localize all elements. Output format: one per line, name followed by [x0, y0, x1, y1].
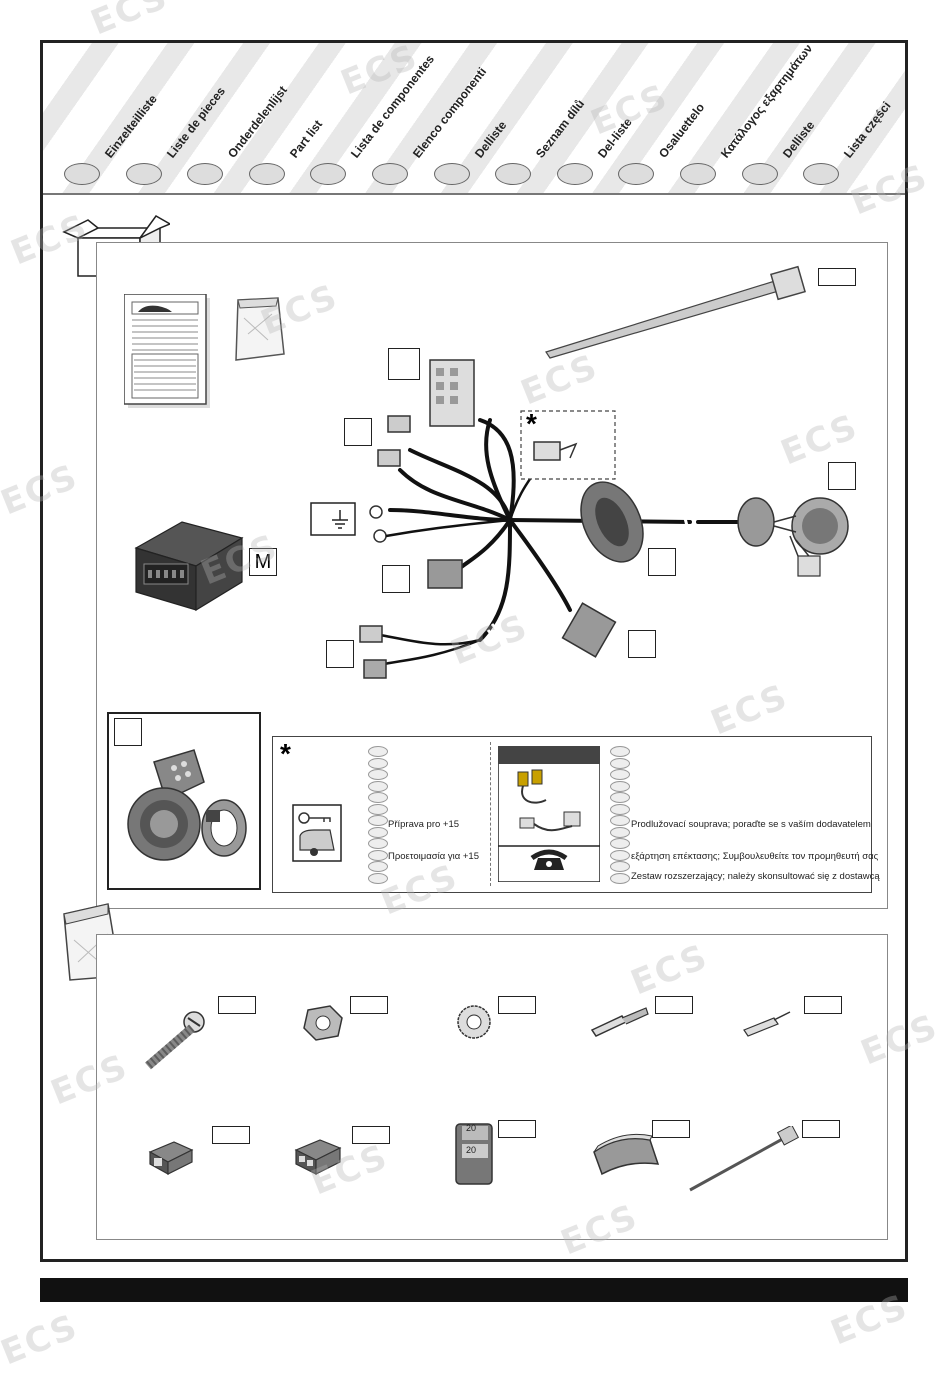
optional-relay-box	[520, 410, 616, 480]
nut-icon	[303, 1005, 343, 1041]
tape-value-bottom: 20	[466, 1145, 477, 1155]
asterisk-mark: *	[526, 408, 537, 439]
note-bullet	[368, 803, 388, 815]
language-checkbox-5[interactable]	[310, 163, 347, 185]
tape-value-top: 20	[466, 1123, 477, 1133]
language-checkbox-10[interactable]	[618, 163, 655, 185]
part-number-square	[648, 548, 676, 576]
note-right-line-3: Zestaw rozszerzający; należy skonsultowa…	[631, 871, 880, 882]
note-bullet	[368, 815, 388, 826]
double-connector-icon	[294, 1139, 342, 1175]
note-asterisk: *	[280, 738, 291, 769]
note-bullet	[368, 838, 388, 849]
part-number-square	[114, 718, 142, 746]
language-checkbox-2[interactable]	[125, 163, 162, 185]
part-number-square	[326, 640, 354, 668]
ground-symbol-icon	[310, 502, 356, 536]
note-bullet	[610, 861, 630, 872]
note-left-line-2: Προετοιμασία για +15	[388, 851, 479, 862]
note-bullet	[368, 757, 388, 769]
adhesive-pad-icon	[593, 1133, 660, 1176]
wiring-harness-diagram	[359, 359, 849, 679]
part-number-box	[212, 1126, 250, 1144]
flat-terminal-icon	[590, 1007, 649, 1037]
part-number-box	[498, 996, 536, 1014]
part-number-box	[498, 1120, 536, 1138]
language-checkbox-12[interactable]	[741, 163, 778, 185]
part-number-square	[382, 565, 410, 593]
note-bullet	[610, 815, 630, 826]
language-checkbox-3[interactable]	[187, 163, 224, 185]
part-number-box	[350, 996, 388, 1014]
module-label: M	[249, 548, 277, 576]
control-module-icon	[134, 521, 244, 612]
note-bullet	[610, 792, 630, 803]
part-number-box	[802, 1120, 840, 1138]
watermark-text: ECS	[85, 0, 174, 44]
note-bullet	[610, 849, 630, 861]
header-divider	[43, 193, 905, 195]
note-bullet	[368, 780, 388, 792]
language-checkbox-9[interactable]	[556, 163, 593, 185]
language-checkbox-7[interactable]	[433, 163, 470, 185]
part-number-square	[344, 418, 372, 446]
note-bullet	[368, 826, 388, 838]
note-bullet	[610, 746, 630, 757]
small-cable-tie-icon	[689, 1126, 800, 1192]
part-number-square	[388, 348, 420, 380]
note-bullet	[610, 826, 630, 838]
note-right-line-2: εξάρτηση επέκτασης; Συμβουλευθείτε τον π…	[631, 851, 879, 862]
footer-bar	[40, 1278, 908, 1302]
washer-icon	[457, 1005, 491, 1039]
part-number-box	[652, 1120, 690, 1138]
note-bullet	[610, 838, 630, 849]
part-number-box	[655, 996, 693, 1014]
note-right-line-1: Prodlužovací souprava; poraďte se s vaší…	[631, 819, 871, 830]
key-caravan-icon	[292, 804, 342, 862]
pin-terminal-icon	[743, 1011, 791, 1037]
note-bullet	[368, 746, 388, 757]
language-checkbox-4[interactable]	[248, 163, 285, 185]
watermark-text: ECS	[0, 1306, 84, 1373]
part-number-box	[218, 996, 256, 1014]
note-divider	[490, 742, 491, 886]
language-checkbox-6[interactable]	[372, 163, 408, 185]
note-bullet	[610, 872, 630, 884]
trailer-socket-icon	[127, 749, 247, 861]
cable-tie-icon	[545, 265, 806, 359]
part-number-box	[352, 1126, 390, 1144]
note-bullet	[368, 872, 388, 884]
part-number-square	[628, 630, 656, 658]
note-bullet	[610, 757, 630, 769]
language-checkbox-11[interactable]	[680, 163, 716, 185]
note-bullet	[610, 769, 630, 780]
language-checkbox-1[interactable]	[64, 163, 100, 185]
note-bullet	[368, 849, 388, 861]
part-number-box	[818, 268, 856, 286]
bag-icon	[235, 297, 285, 361]
tape-roll-icon	[455, 1123, 493, 1185]
language-checkbox-8[interactable]	[495, 163, 532, 185]
part-number-square	[828, 462, 856, 490]
note-bullet	[610, 780, 630, 792]
note-left-line-1: Příprava pro +15	[388, 819, 460, 830]
note-bullet	[368, 792, 388, 803]
instruction-sheet-icon	[124, 294, 210, 408]
part-number-box	[804, 996, 842, 1014]
screw-icon	[145, 1011, 205, 1070]
note-bullet	[368, 861, 388, 872]
note-bullet	[368, 769, 388, 780]
hardware-panel	[96, 934, 888, 1240]
note-bullet	[610, 803, 630, 815]
language-checkbox-13[interactable]	[803, 163, 840, 185]
single-connector-icon	[148, 1141, 194, 1176]
extension-kit-icon	[498, 746, 600, 882]
